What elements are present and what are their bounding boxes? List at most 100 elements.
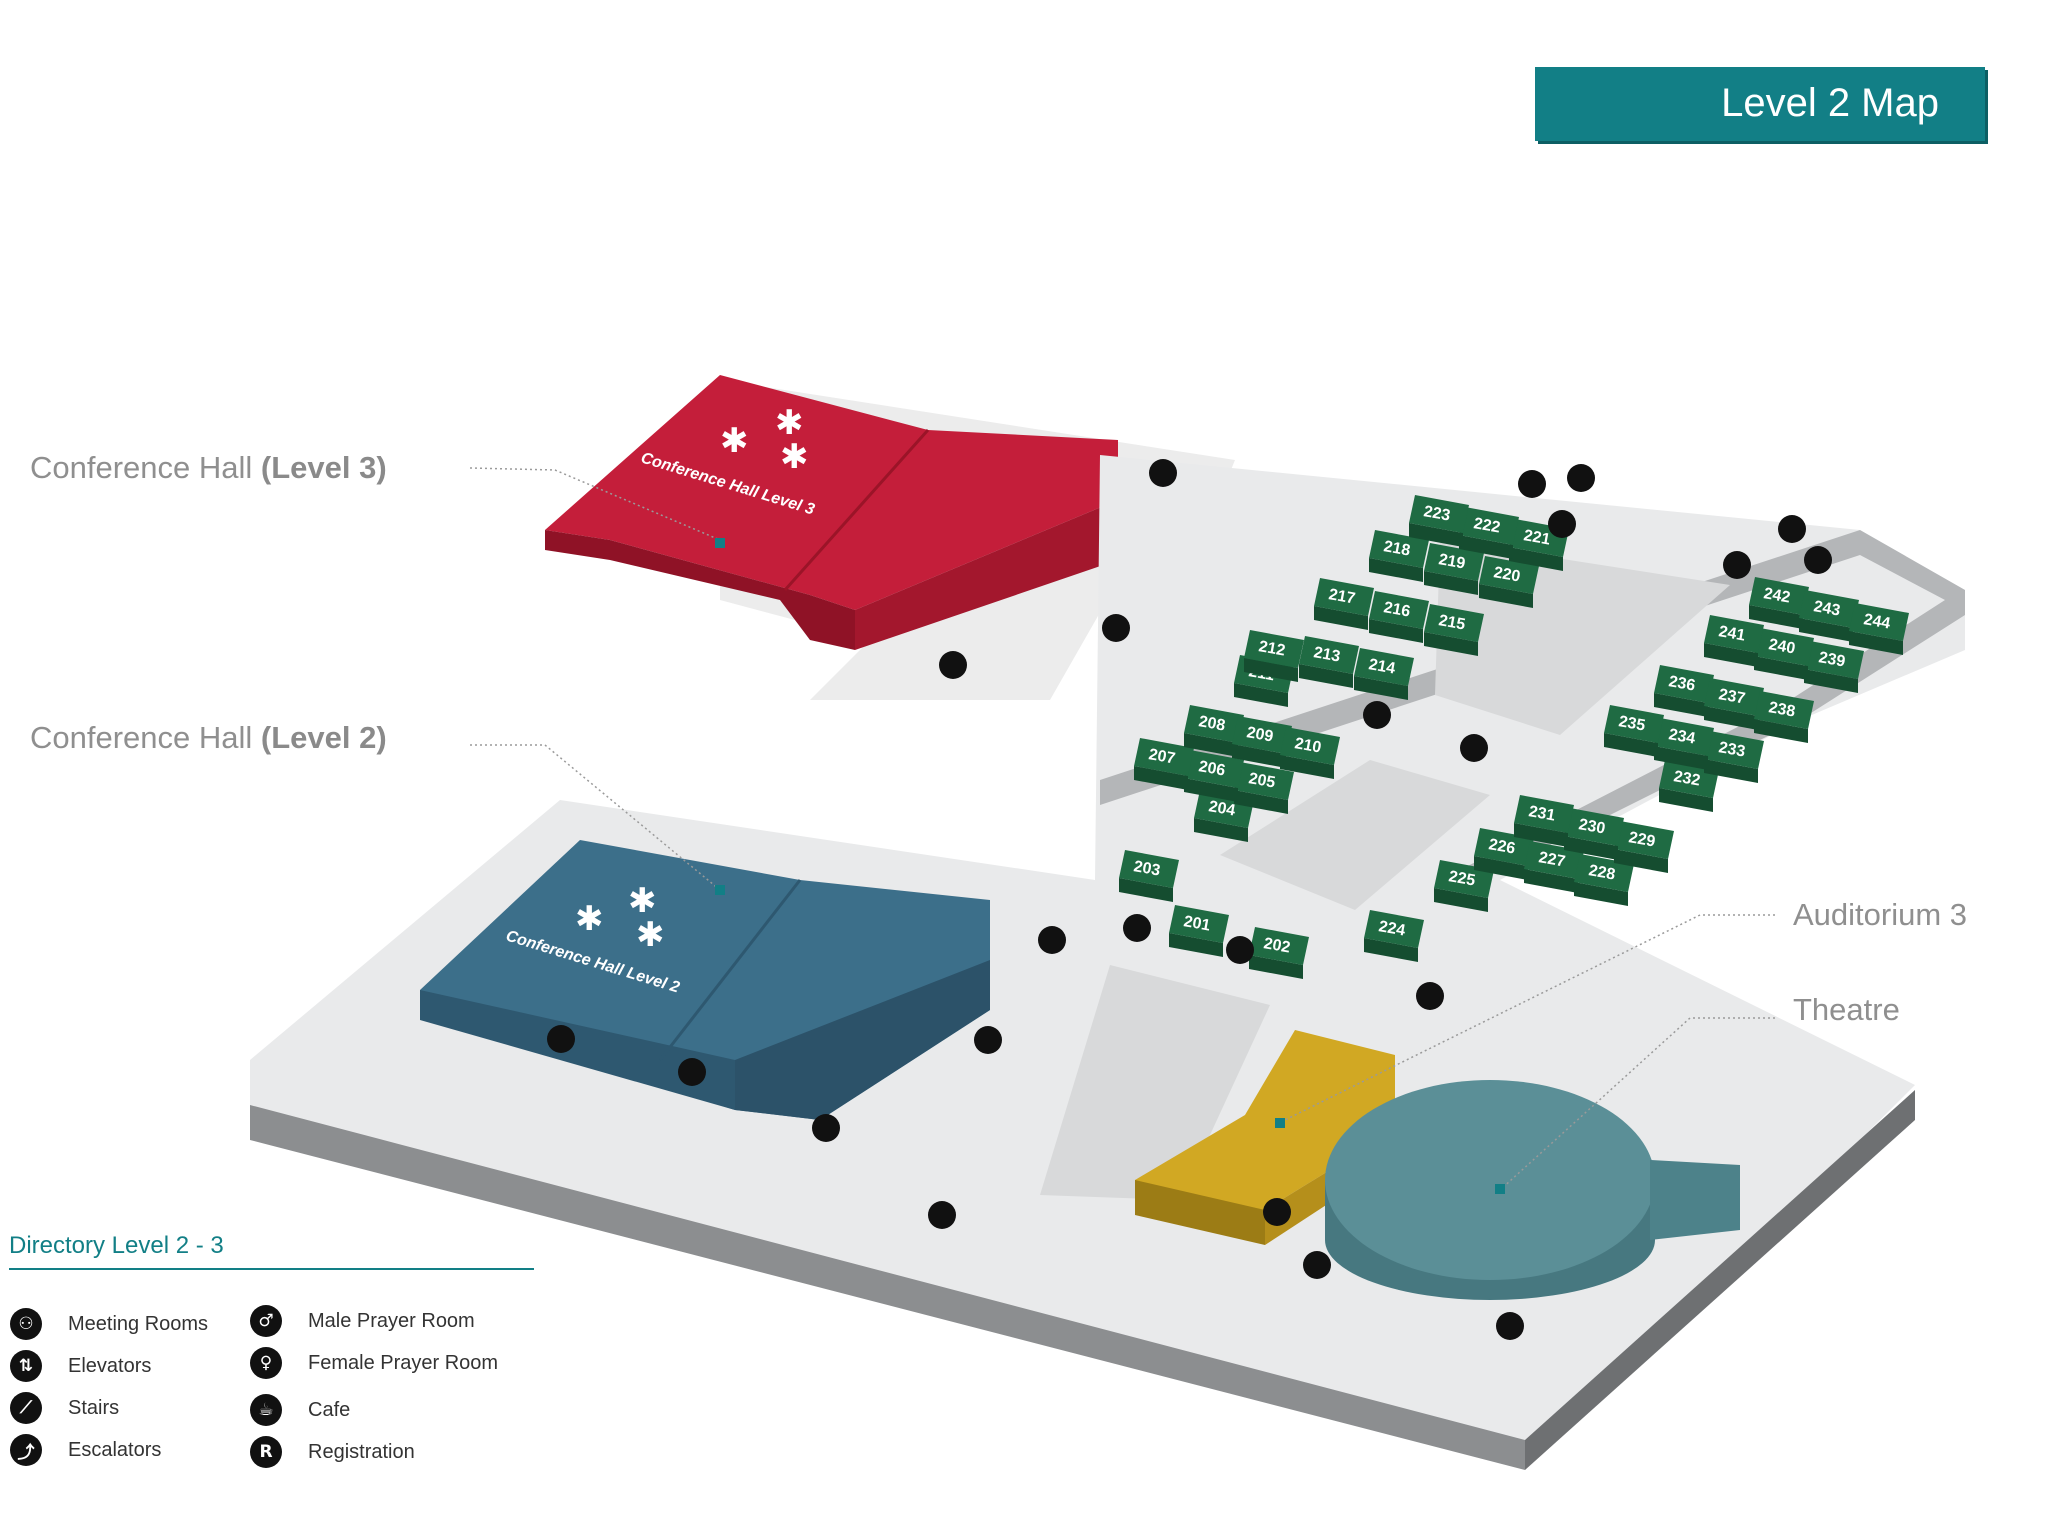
meeting-room-220: 220	[1479, 556, 1539, 608]
map-icons	[547, 459, 1832, 1340]
escalator-icon	[928, 1201, 956, 1229]
meeting-room-241: 241	[1704, 615, 1764, 667]
legend-item: ⚇ Meeting Rooms	[10, 1308, 208, 1340]
hall3-marker	[715, 538, 725, 548]
room-number-label: 230	[1577, 816, 1606, 837]
room-number-label: 242	[1762, 585, 1791, 606]
meeting-room-230: 230	[1564, 808, 1624, 860]
room-number-label: 223	[1422, 503, 1451, 524]
stairs-icon	[1518, 470, 1546, 498]
meeting-room-205: 205	[1234, 762, 1294, 814]
meeting-room-215: 215	[1424, 604, 1484, 656]
elevator-icon	[1416, 982, 1444, 1010]
room-number-label: 227	[1537, 849, 1566, 870]
legend-item: ☕ Cafe	[250, 1394, 350, 1426]
room-number-label: 231	[1527, 803, 1556, 824]
elevator-icon	[939, 651, 967, 679]
elevator-icon	[1778, 515, 1806, 543]
meeting-room-216: 216	[1369, 591, 1429, 643]
legend-item: ⤴ Escalators	[10, 1434, 161, 1466]
room-number-label: 205	[1247, 770, 1276, 791]
room-number-label: 235	[1617, 713, 1646, 734]
room-number-label: 207	[1147, 746, 1176, 767]
meeting-room-207: 207	[1134, 738, 1194, 790]
meeting-room-236: 236	[1654, 665, 1714, 717]
room-number-label: 241	[1717, 623, 1746, 644]
meeting-room-201: 201	[1169, 905, 1229, 957]
map-title-banner: Level 2 Map	[1535, 67, 1985, 141]
hall3-star-icon: ✱	[775, 404, 804, 442]
room-number-label: 206	[1197, 758, 1226, 779]
callout-hall2-bold: (Level 2)	[260, 720, 387, 755]
meeting-rooms-icon: ⚇	[10, 1308, 42, 1340]
escalator-icon: ⤴	[10, 1434, 42, 1466]
leader-auditorium	[1284, 914, 1775, 1121]
hall2-star-icon: ✱	[575, 900, 604, 938]
meeting-rooms-icon	[1548, 510, 1576, 538]
hall2-marker	[715, 885, 725, 895]
meeting-room-210: 210	[1280, 727, 1340, 779]
legend-label: Meeting Rooms	[68, 1312, 209, 1335]
escalator-icon	[1303, 1251, 1331, 1279]
room-number-label: 210	[1293, 735, 1322, 756]
legend-label: Registration	[308, 1440, 415, 1463]
escalator-icon	[974, 1026, 1002, 1054]
meeting-room-204: 204	[1194, 790, 1254, 842]
hall3-star-icon: ✱	[720, 422, 749, 460]
directory-title: Directory Level 2 - 3	[9, 1232, 224, 1259]
callout-hall-level2: Conference Hall (Level 2)	[30, 720, 387, 756]
registration-icon: R	[250, 1436, 282, 1468]
female-prayer-room-icon: ♀	[250, 1347, 282, 1379]
room-number-label: 204	[1207, 798, 1236, 819]
cafe-icon: ☕	[250, 1394, 282, 1426]
map-title: Level 2 Map	[1721, 81, 1939, 125]
meeting-room-209: 209	[1232, 716, 1292, 768]
meeting-room-224: 224	[1364, 910, 1424, 962]
level2-floor-edge-right	[1525, 1090, 1915, 1470]
room-number-label: 243	[1812, 598, 1841, 619]
meeting-room-228: 228	[1574, 854, 1634, 906]
elevator-icon	[1149, 459, 1177, 487]
room-number-label: 221	[1522, 527, 1551, 548]
callout-auditorium: Auditorium 3	[1793, 897, 1968, 932]
atrium-void	[1040, 965, 1270, 1200]
meeting-room-223: 223	[1409, 495, 1469, 547]
hall2-star-icon: ✱	[628, 882, 657, 920]
meeting-room-212: 212	[1244, 630, 1304, 682]
meeting-room-208: 208	[1184, 705, 1244, 757]
room-number-label: 237	[1717, 686, 1746, 707]
meeting-room-242: 242	[1749, 577, 1809, 629]
auditorium-marker	[1495, 1184, 1505, 1194]
conference-hall-level3: Conference Hall Level 3 ✱ ✱ ✱	[545, 375, 1118, 650]
legend-label: Stairs	[68, 1396, 120, 1419]
meeting-room-229: 229	[1614, 821, 1674, 873]
room-number-label: 224	[1377, 918, 1406, 939]
atrium-void	[1220, 760, 1490, 910]
room-number-label: 203	[1132, 858, 1161, 879]
leader-hall2	[470, 744, 721, 891]
elevator-icon	[1038, 926, 1066, 954]
male-prayer-room-icon: ♂	[250, 1305, 282, 1337]
legend-item: ♀ Female Prayer Room	[250, 1347, 498, 1379]
meeting-room-203: 203	[1119, 850, 1179, 902]
room-number-label: 201	[1182, 913, 1211, 934]
directory-divider	[9, 1268, 534, 1270]
leader-theatre	[1499, 1017, 1775, 1191]
meeting-room-234: 234	[1654, 718, 1714, 770]
meeting-room-238: 238	[1754, 691, 1814, 743]
room-number-label: 212	[1257, 638, 1286, 659]
stairs-icon	[1804, 546, 1832, 574]
escalator-icon	[678, 1058, 706, 1086]
meeting-room-244: 244	[1849, 603, 1909, 655]
room-number-label: 239	[1817, 649, 1846, 670]
stairs-icon: ⟋	[10, 1392, 42, 1424]
meeting-room-213: 213	[1299, 636, 1359, 688]
auditorium-3	[1325, 1080, 1740, 1300]
room-number-label: 215	[1437, 612, 1466, 633]
meeting-room-214: 214	[1354, 648, 1414, 700]
meeting-room-202: 202	[1249, 927, 1309, 979]
legend-item: ⇅ Elevators	[10, 1350, 151, 1382]
legend-label: Elevators	[68, 1354, 152, 1377]
callout-theatre: Theatre	[1793, 992, 1900, 1027]
legend-item: R Registration	[250, 1436, 415, 1468]
